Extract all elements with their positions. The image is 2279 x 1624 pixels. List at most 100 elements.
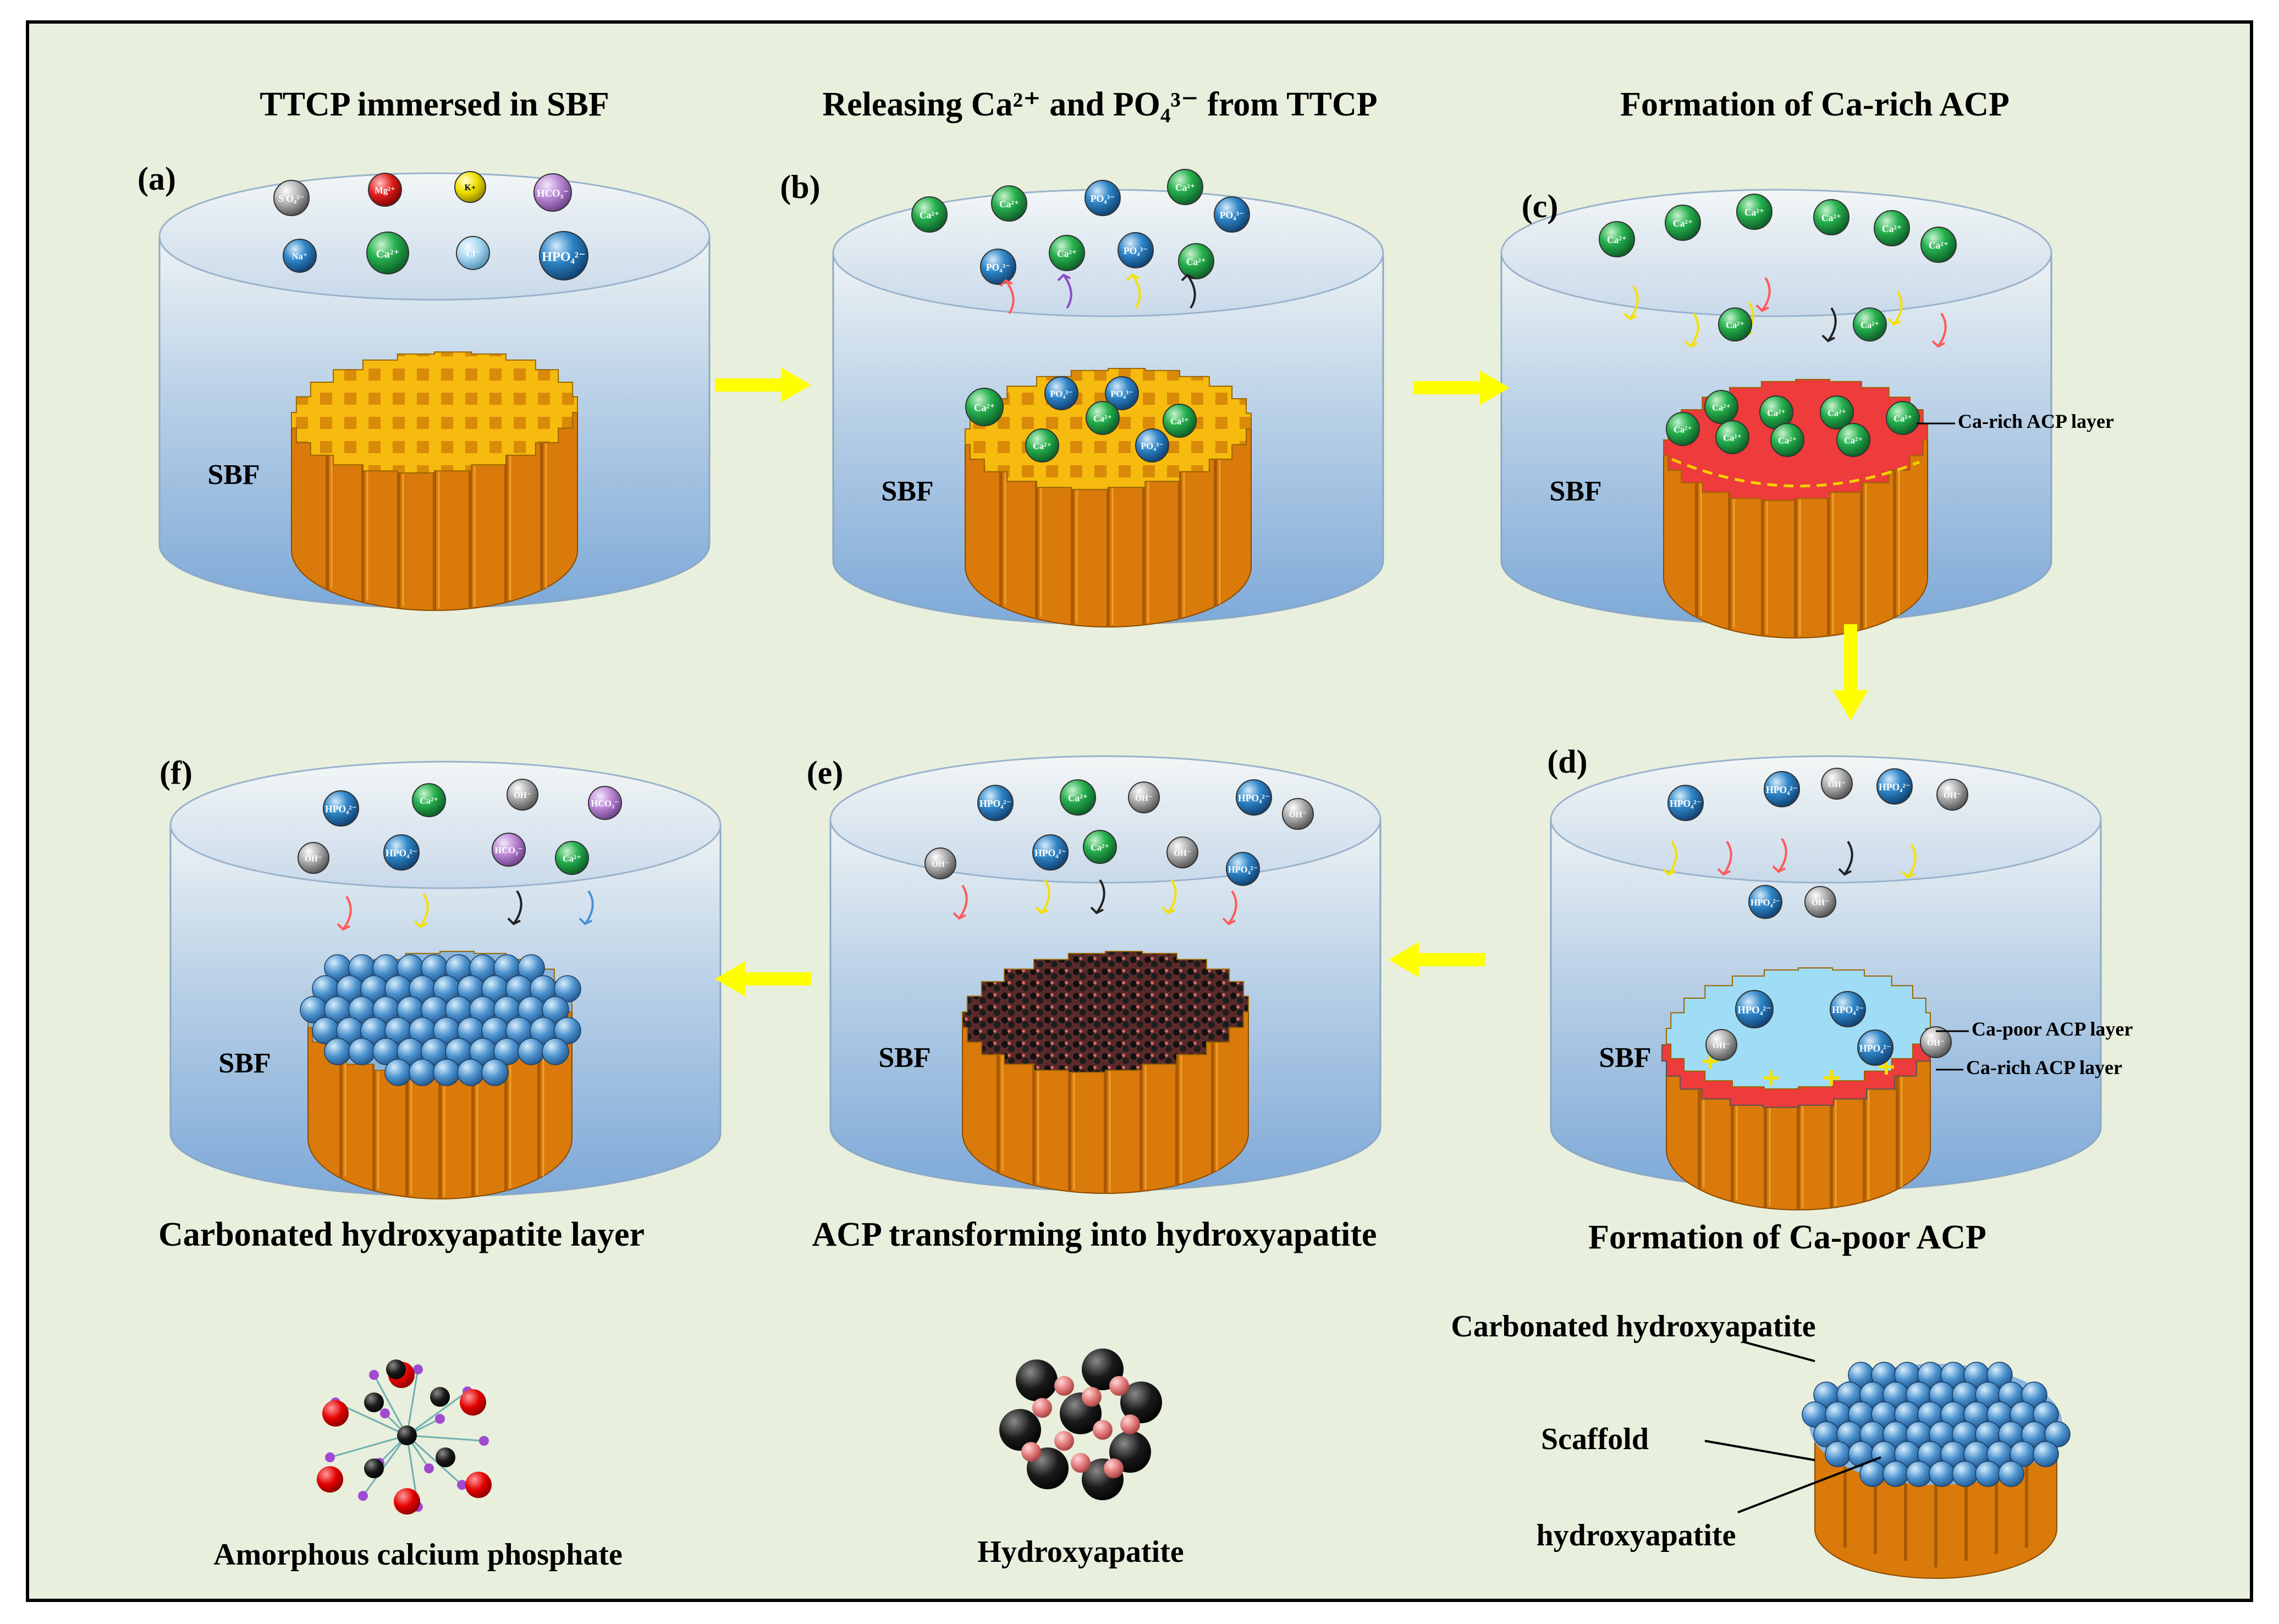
ion-label: Ca²⁺ xyxy=(1033,441,1052,452)
ion-label: Ca²⁺ xyxy=(1821,212,1841,223)
ion-label: Na⁺ xyxy=(292,251,308,262)
panel-f: Carbonated hydroxyapatite layer(f)SBFHPO… xyxy=(158,755,722,1253)
ion-ca: Ca²⁺ xyxy=(1167,169,1203,205)
small-arrow xyxy=(1931,312,1947,348)
ion-label: Ca²⁺ xyxy=(1170,416,1189,427)
panel-title: ACP transforming into hydroxyapatite xyxy=(812,1216,1377,1253)
ion-oh: OH⁻ xyxy=(1936,779,1968,811)
panel-c: Formation of Ca-rich ACP (c) SBF Ca²⁺ Ca²⁺ Ca… xyxy=(1500,86,2114,638)
small-arrow xyxy=(1057,273,1072,309)
ion-label: Ca²⁺ xyxy=(376,247,400,260)
ion-label: Cl⁻ xyxy=(466,249,480,259)
ion-po4: PO₄³⁻ xyxy=(1135,428,1169,463)
ion-oh: OH⁻ xyxy=(1821,768,1853,800)
sbf-label: SBF xyxy=(218,1048,271,1079)
ion-label: HPO₄²⁻ xyxy=(979,798,1011,809)
ion-mg: Mg²⁺ xyxy=(368,173,402,207)
ion-ca: Ca²⁺ xyxy=(1715,420,1749,454)
ion-label: Ca²⁺ xyxy=(1767,408,1786,419)
ion-label: Ca²⁺ xyxy=(1723,433,1742,443)
ion-label: Ca²⁺ xyxy=(1712,403,1731,413)
ion-oh: OH⁻ xyxy=(924,847,956,879)
ion-ca: Ca²⁺ xyxy=(412,783,446,817)
ion-label: Ca²⁺ xyxy=(1674,425,1692,435)
ion-ca: Ca²⁺ xyxy=(965,388,1004,426)
small-arrow xyxy=(1821,307,1837,343)
ion-oh: OH⁻ xyxy=(1166,836,1198,868)
ion-ca: Ca²⁺ xyxy=(1759,395,1793,430)
ion-oh: OH⁻ xyxy=(1920,1026,1952,1058)
ion-label: HPO₄²⁻ xyxy=(542,250,586,265)
small-arrow xyxy=(1901,843,1917,879)
ion-oh: OH⁻ xyxy=(1804,886,1836,918)
panel-letter: (f) xyxy=(159,755,192,791)
small-arrow xyxy=(1662,840,1677,876)
ion-po4: PO₄³⁻ xyxy=(1214,196,1250,233)
ion-oh: OH⁻ xyxy=(1282,798,1314,830)
ion-hpo4: HPO₄²⁻ xyxy=(1830,991,1866,1027)
ion-label: Ca²⁺ xyxy=(1860,320,1879,331)
callout-ca-rich: Ca-rich ACP layer xyxy=(1958,410,2114,432)
ion-hco3: HCO₃⁻ xyxy=(533,173,572,212)
ion-label: Ca²⁺ xyxy=(1827,408,1846,419)
ion-label: Ca²⁺ xyxy=(1093,414,1112,424)
ha-sphere xyxy=(409,1059,436,1086)
ha-sphere xyxy=(348,1038,376,1065)
ion-label: Ca²⁺ xyxy=(1929,240,1948,251)
ion-label: HCO₃⁻ xyxy=(591,799,619,809)
arrow-e-to-f xyxy=(715,961,811,997)
ion-label: OH⁻ xyxy=(1174,849,1191,858)
sbf-label: SBF xyxy=(881,476,933,507)
ion-ca: Ca²⁺ xyxy=(1886,401,1920,435)
panel-title: Formation of Ca-rich ACP xyxy=(1620,86,2010,123)
ha-sphere xyxy=(554,1017,581,1044)
ion-cl: Cl⁻ xyxy=(456,236,490,270)
ion-hpo4: HPO₄²⁻ xyxy=(1748,885,1782,919)
ion-label: HPO₄²⁻ xyxy=(1238,792,1270,803)
ion-hpo4: HPO₄²⁻ xyxy=(1236,779,1272,816)
ion-label: HPO₄²⁻ xyxy=(1228,865,1258,875)
ion-hpo4: HPO₄²⁻ xyxy=(539,231,588,280)
ion-label: HPO₄²⁻ xyxy=(1737,1004,1771,1016)
ion-ca: Ca²⁺ xyxy=(1049,235,1085,271)
ion-hco3: HCO₃⁻ xyxy=(588,786,622,820)
small-arrow xyxy=(1181,273,1196,309)
ion-na: Na⁺ xyxy=(283,239,317,273)
ion-so4: S O₄²⁻ xyxy=(273,180,310,216)
ion-ca: Ca²⁺ xyxy=(1853,307,1887,342)
small-arrow xyxy=(1126,273,1141,309)
ion-label: HCO₃⁻ xyxy=(494,845,522,856)
small-arrow xyxy=(1161,879,1177,915)
ion-label: OH⁻ xyxy=(1135,794,1153,803)
ion-label: PO₄³⁻ xyxy=(1220,210,1244,221)
ion-label: OH⁻ xyxy=(932,860,949,869)
arrow-d-to-e xyxy=(1389,942,1485,977)
ion-ca: Ca²⁺ xyxy=(1770,423,1804,457)
panel-d: Formation of Ca-poor ACP(d)SBFHPO₄²⁻HPO₄… xyxy=(1547,744,2133,1256)
ion-label: Ca²⁺ xyxy=(420,796,438,806)
ha-sphere xyxy=(518,1038,545,1065)
ion-label: Ca²⁺ xyxy=(1893,414,1912,424)
ion-label: PO₄³⁻ xyxy=(1110,389,1133,399)
ion-ca: Ca²⁺ xyxy=(555,841,589,875)
ion-ca: Ca²⁺ xyxy=(1086,401,1120,435)
panel-title: Formation of Ca-poor ACP xyxy=(1588,1219,1986,1256)
ion-ca: Ca²⁺ xyxy=(1666,412,1700,446)
ion-label: OH⁻ xyxy=(1828,780,1846,789)
ion-hpo4: HPO₄²⁻ xyxy=(1032,834,1069,871)
small-arrow xyxy=(1755,277,1771,312)
ion-hpo4: HPO₄²⁻ xyxy=(1667,785,1704,821)
ion-label: OH⁻ xyxy=(305,854,322,863)
ion-label: K+ xyxy=(465,183,476,192)
hydroxyapatite-icon xyxy=(999,1348,1162,1500)
ion-oh: OH⁻ xyxy=(1128,781,1160,813)
ion-label: Ca²⁺ xyxy=(999,199,1019,210)
panel-letter: (a) xyxy=(137,161,176,197)
sbf-label: SBF xyxy=(1549,476,1601,507)
ion-label: Ca²⁺ xyxy=(1726,320,1744,331)
ion-label: Ca²⁺ xyxy=(1091,843,1109,853)
ion-label: PO₄³⁻ xyxy=(1091,193,1115,204)
ion-label: Ca²⁺ xyxy=(974,402,995,414)
panel-letter: (c) xyxy=(1522,188,1559,224)
ion-label: HPO₄²⁻ xyxy=(1670,798,1702,809)
